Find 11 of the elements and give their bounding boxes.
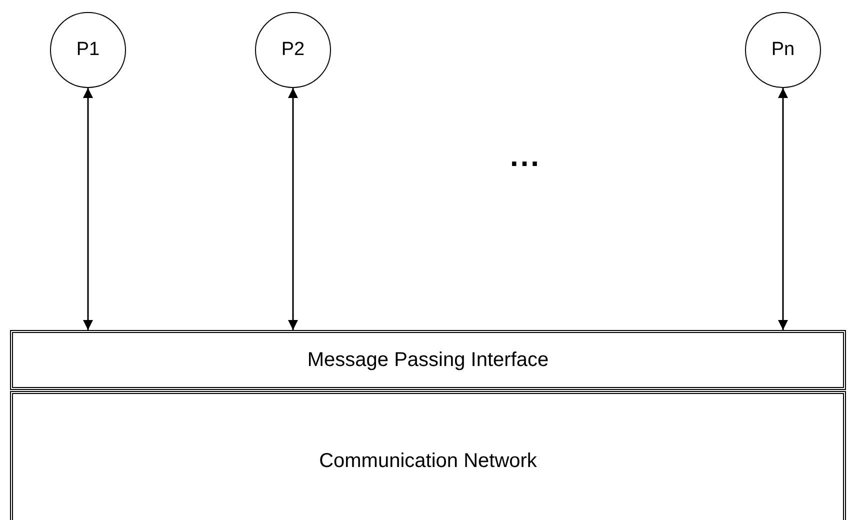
node-label: Message Passing Interface: [307, 348, 549, 372]
ellipsis-label: ...: [510, 140, 542, 174]
node-label: Communication Network: [319, 450, 537, 472]
node-label: Pn: [771, 39, 795, 61]
layer-box: [10, 391, 846, 520]
double-arrow: [83, 88, 93, 330]
double-arrow: [288, 88, 298, 330]
node-label: P2: [281, 39, 305, 61]
layer-box: [10, 330, 846, 390]
double-arrow: [778, 88, 788, 330]
node-label: P1: [76, 39, 100, 61]
